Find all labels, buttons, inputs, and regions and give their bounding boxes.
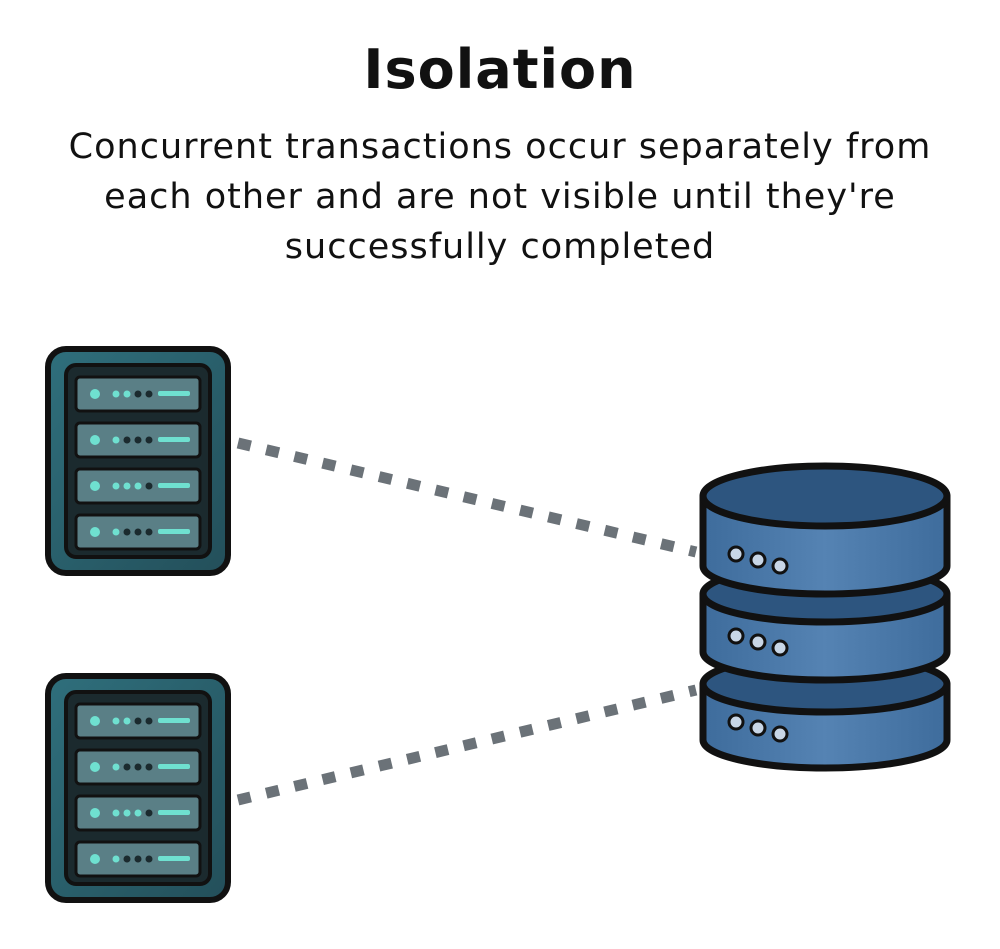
server-slot <box>74 375 202 413</box>
database-cylinder-icon <box>699 462 951 772</box>
server-slot <box>74 513 202 551</box>
database-tier-top <box>699 462 951 598</box>
server-slot <box>74 421 202 459</box>
server-slot <box>74 840 202 878</box>
connector-line-bottom <box>236 684 698 806</box>
server-slot <box>74 467 202 505</box>
diagram-description: Concurrent transactions occur separately… <box>68 127 932 267</box>
server-rack-icon <box>45 346 231 576</box>
connector-line-top <box>236 437 698 558</box>
server-slot <box>74 794 202 832</box>
server-rack-icon <box>45 673 231 903</box>
diagram-title: Isolation <box>363 38 637 101</box>
server-slot <box>74 702 202 740</box>
server-slot <box>74 748 202 786</box>
